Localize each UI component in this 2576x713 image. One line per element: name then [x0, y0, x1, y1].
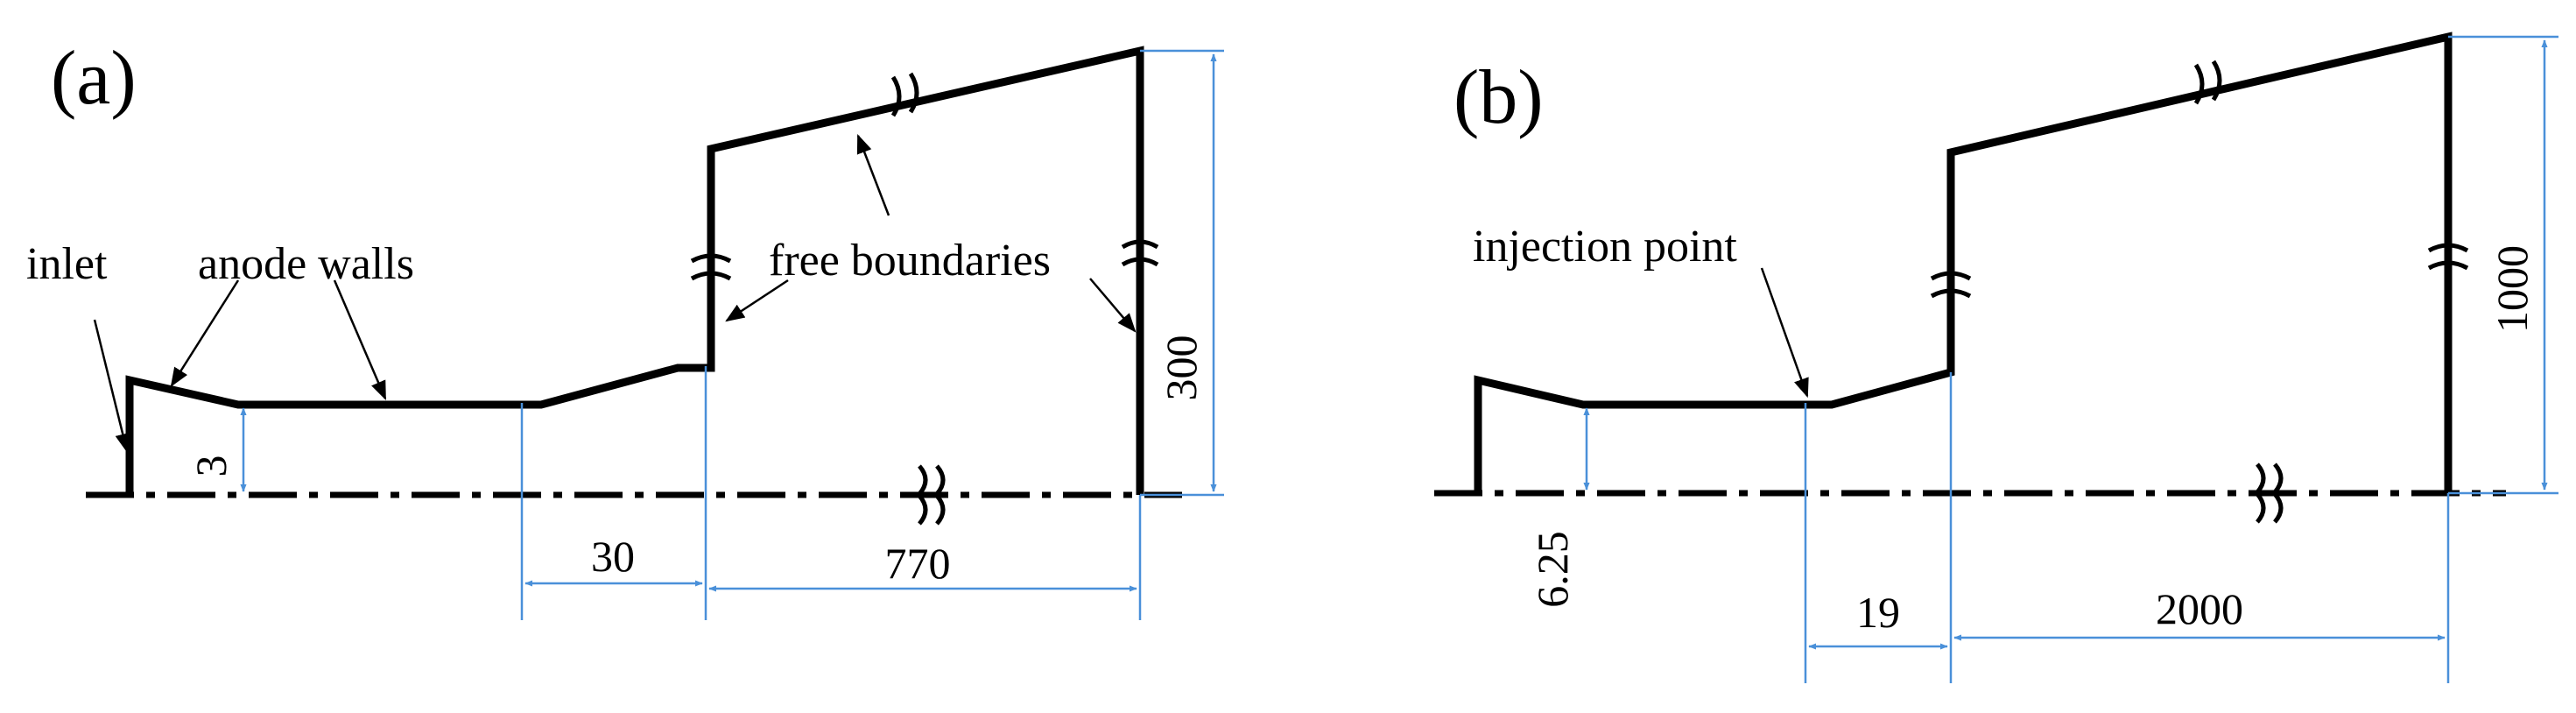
panel-b: (b) injection point 6.25 19 [1434, 32, 2558, 683]
panel-a: (a) inlet anode walls free boundaries [26, 36, 1224, 620]
panel-a-label: (a) [51, 36, 137, 121]
panel-b-geometry-outline [1474, 32, 2453, 493]
injection-point-label: injection point [1473, 222, 1737, 272]
panel-a-geometry-outline [125, 46, 1144, 495]
panel-b-break-marks [1930, 60, 2469, 524]
panel-b-length-value: 2000 [2156, 584, 2243, 633]
panel-a-length-value: 770 [885, 539, 951, 588]
panel-a-dimensions [240, 49, 1224, 620]
panel-a-radius-value: 3 [187, 455, 236, 477]
panel-b-radius-value: 6.25 [1528, 531, 1577, 608]
panel-a-height-value: 300 [1157, 335, 1206, 401]
panel-a-break-marks [690, 72, 1159, 526]
panel-b-gap-value: 19 [1856, 588, 1900, 637]
panel-b-height-value: 1000 [2488, 245, 2537, 333]
panel-a-gap-value: 30 [591, 532, 635, 581]
panel-a-leader-lines [93, 133, 1137, 454]
panel-b-label: (b) [1453, 55, 1544, 140]
free-boundaries-label: free boundaries [769, 236, 1051, 286]
inlet-label: inlet [26, 239, 108, 289]
panel-b-dimensions [1583, 35, 2558, 683]
anode-walls-label: anode walls [198, 239, 414, 289]
injection-point-leader [1760, 267, 1809, 399]
